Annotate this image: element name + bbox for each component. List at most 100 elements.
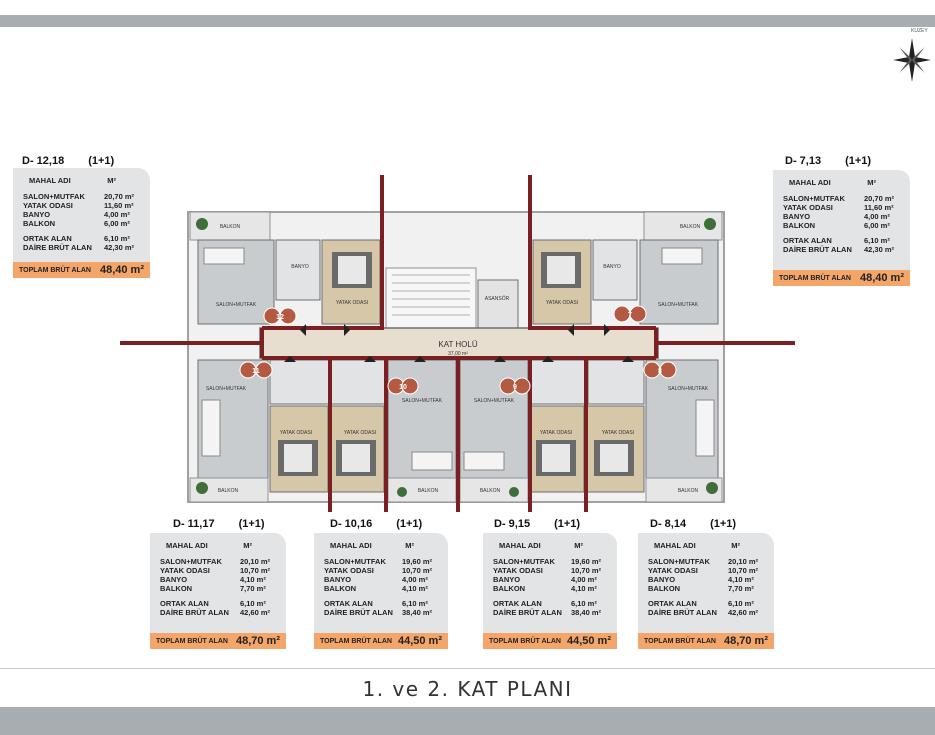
room-area: 4,00 m²	[402, 575, 428, 584]
room-name: ORTAK ALAN	[160, 599, 209, 608]
room-area: 19,60 m²	[571, 557, 602, 566]
top-frame-bar	[0, 15, 935, 27]
banyo-lower-left-a	[269, 359, 331, 405]
label-banyo-ul: BANYO	[291, 264, 309, 270]
room-name: BALKON	[648, 584, 681, 593]
room-name: BALKON	[324, 584, 357, 593]
room-area: 4,10 m²	[402, 584, 428, 593]
total-label: TOPLAM BRÜT ALAN	[156, 637, 228, 645]
unit-id: D- 8,14	[650, 518, 687, 530]
compass-rose-icon	[893, 38, 931, 82]
unit-badges	[239, 305, 677, 395]
room-name: BANYO	[23, 210, 51, 219]
room-name: BALKON	[493, 584, 526, 593]
elevator	[477, 279, 519, 329]
area-row: DAİRE BRÜT ALAN 42,60 m²	[648, 608, 766, 617]
m2-label: M²	[867, 178, 876, 187]
room-area: 10,70 m²	[571, 566, 602, 575]
mahal-label: MAHAL ADI	[499, 541, 541, 550]
room-area: 42,60 m²	[728, 608, 759, 617]
label-yatak-ul: YATAK ODASI	[336, 300, 368, 306]
total-value: 48,70 m²	[235, 635, 280, 647]
label-balkon-br: BALKON	[678, 488, 699, 494]
room-area: 4,10 m²	[571, 584, 597, 593]
room-name: YATAK ODASI	[493, 566, 543, 575]
room-name: YATAK ODASI	[648, 566, 698, 575]
room-area: 4,00 m²	[104, 210, 130, 219]
plan-title: 1. ve 2. KAT PLANI	[362, 677, 573, 701]
room-area: 42,30 m²	[104, 243, 135, 252]
total-label: TOPLAM BRÜT ALAN	[644, 637, 716, 645]
corridor-label: KAT HOLÜ	[438, 340, 477, 349]
label-yatak-lrb: YATAK ODASI	[540, 430, 572, 436]
unit-type: (1+1)	[396, 518, 423, 530]
banyo-lower-right-a	[587, 359, 645, 405]
label-salon-lcl: SALON+MUTFAK	[402, 398, 443, 404]
label-balkon-bcl: BALKON	[418, 488, 439, 494]
badge-9: 9	[513, 384, 517, 391]
room-name: ORTAK ALAN	[783, 236, 832, 245]
area-row: BALKON 4,10 m²	[324, 584, 440, 593]
unit-id: D- 11,17	[173, 518, 215, 530]
room-name: DAİRE BRÜT ALAN	[23, 243, 92, 252]
area-row: ORTAK ALAN 6,10 m²	[160, 599, 278, 608]
room-area: 10,70 m²	[728, 566, 759, 575]
room-name: BALKON	[160, 584, 193, 593]
room-area: 6,10 m²	[104, 234, 130, 243]
unit-type: (1+1)	[554, 518, 581, 530]
elevator-label: ASANSÖR	[485, 295, 510, 302]
room-name: BANYO	[783, 212, 811, 221]
total-value: 48,40 m²	[99, 264, 144, 276]
badge-11: 11	[252, 368, 260, 375]
unit-type: (1+1)	[238, 518, 265, 530]
label-salon-lcr: SALON+MUTFAK	[474, 398, 515, 404]
room-area: 20,70 m²	[864, 194, 895, 203]
badge-12: 12	[276, 314, 284, 321]
room-name: YATAK ODASI	[23, 201, 73, 210]
m2-label: M²	[574, 541, 583, 550]
badge-8: 8	[658, 368, 662, 375]
area-row: BALKON 4,10 m²	[493, 584, 609, 593]
room-name: DAİRE BRÜT ALAN	[648, 608, 717, 617]
mahal-label: MAHAL ADI	[330, 541, 372, 550]
total-value: 48,40 m²	[859, 272, 904, 284]
compass-north-label: KUZEY	[911, 28, 928, 34]
mahal-label: MAHAL ADI	[654, 541, 696, 550]
unit-type: (1+1)	[845, 155, 872, 167]
unit-heading: D- 8,14(1+1)	[650, 518, 736, 530]
room-area: 7,70 m²	[728, 584, 754, 593]
room-name: DAİRE BRÜT ALAN	[783, 245, 852, 254]
label-yatak-llb: YATAK ODASI	[344, 430, 376, 436]
total-label: TOPLAM BRÜT ALAN	[779, 274, 851, 282]
unit-type: (1+1)	[88, 155, 115, 167]
corridor-area: 37,00 m²	[448, 351, 468, 357]
m2-label: M²	[731, 541, 740, 550]
unit-heading: D- 10,16(1+1)	[330, 518, 422, 530]
room-name: ORTAK ALAN	[493, 599, 542, 608]
room-area: 6,00 m²	[864, 221, 890, 230]
area-row: BANYO 4,00 m²	[23, 210, 142, 219]
room-area: 19,60 m²	[402, 557, 433, 566]
badge-7: 7	[628, 312, 632, 319]
label-salon-ul: SALON+MUTFAK	[216, 302, 257, 308]
room-area: 6,10 m²	[240, 599, 266, 608]
label-salon-ur: SALON+MUTFAK	[658, 302, 699, 308]
unit-heading: D- 11,17 (1+1)	[173, 518, 265, 530]
